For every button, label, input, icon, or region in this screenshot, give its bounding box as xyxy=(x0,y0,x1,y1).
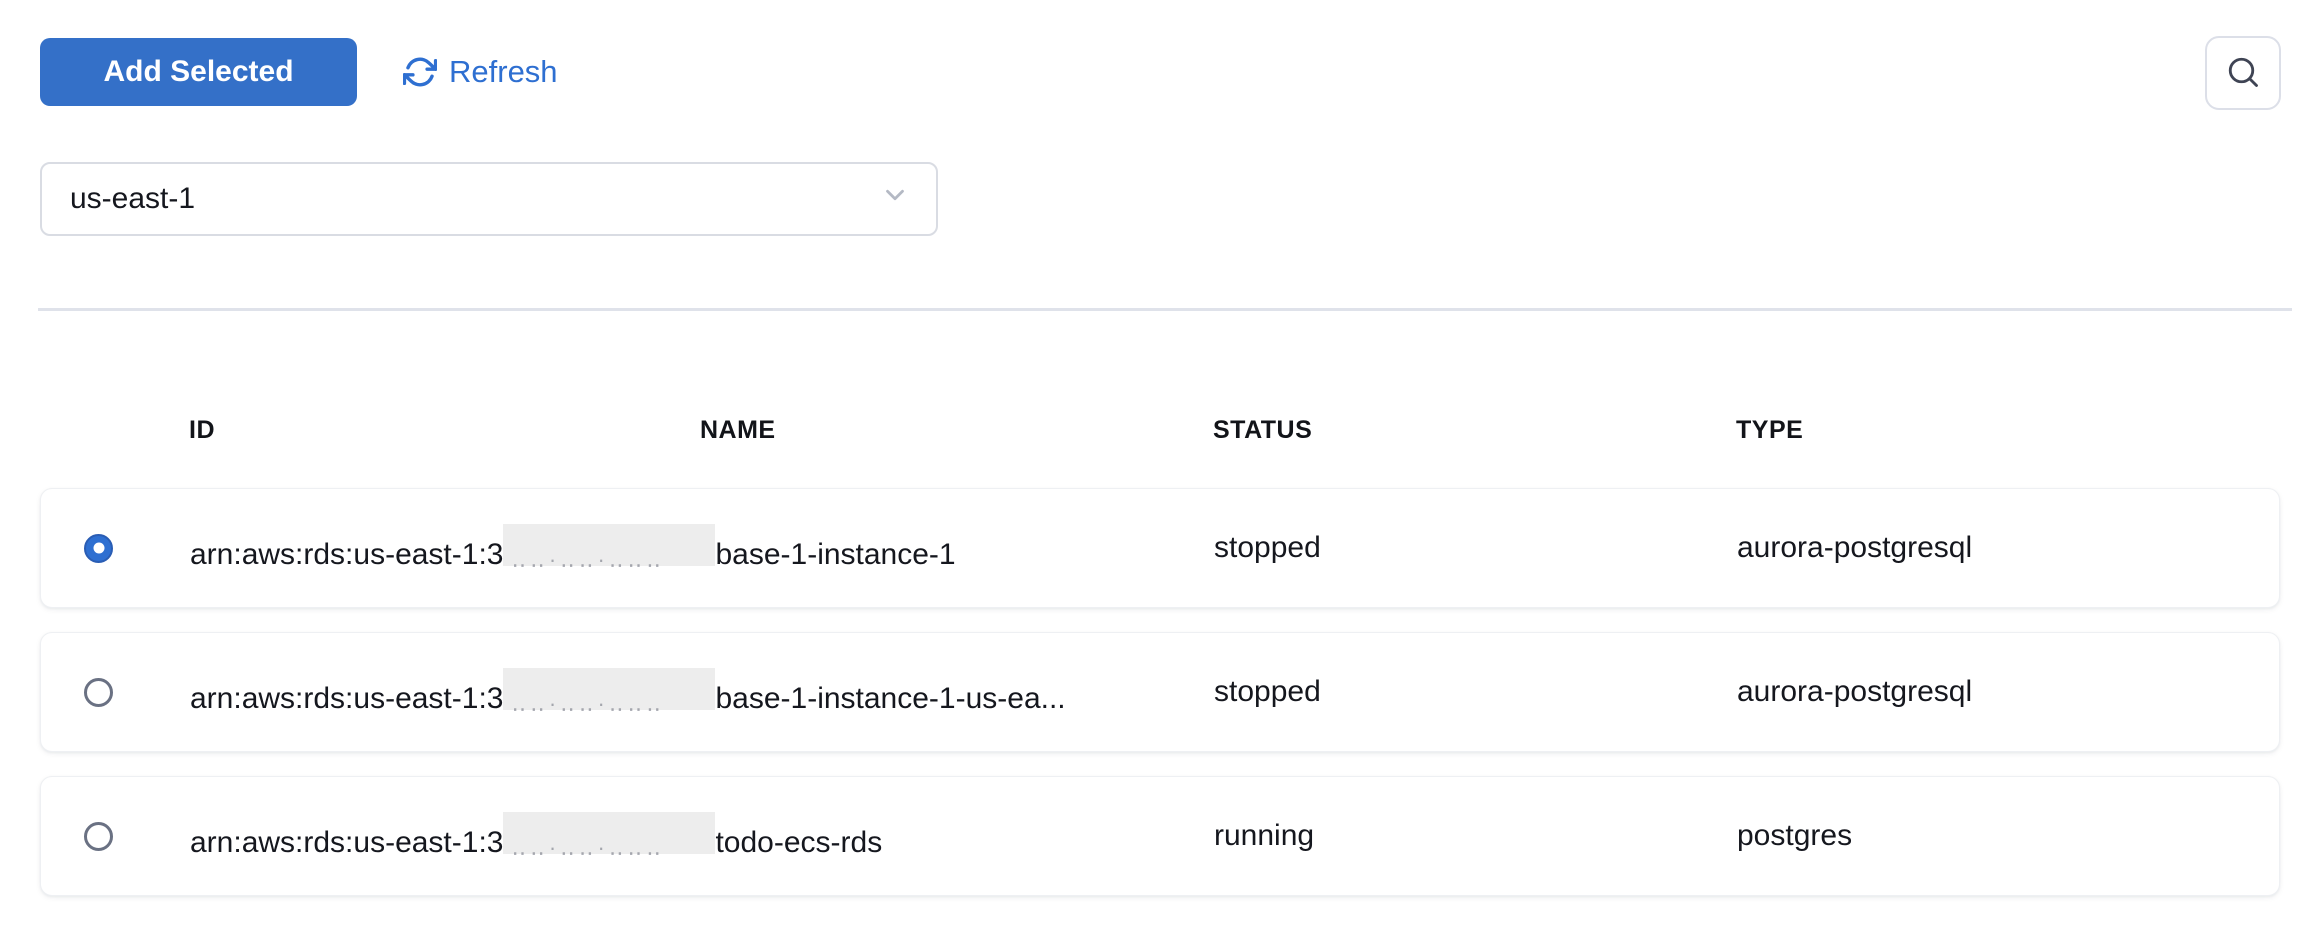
search-icon xyxy=(2225,54,2261,93)
radio-button[interactable] xyxy=(84,821,113,851)
table-header-row: ID NAME STATUS TYPE xyxy=(40,405,2280,455)
redacted-account-id xyxy=(503,812,716,860)
search-button[interactable] xyxy=(2205,36,2281,110)
radio-button[interactable] xyxy=(84,533,113,563)
instance-id: arn:aws:rds:us-east-1:3todo-ecs-rds xyxy=(190,812,1214,860)
instance-id: arn:aws:rds:us-east-1:3base-1-instance-1… xyxy=(190,668,1214,716)
section-divider xyxy=(38,308,2292,311)
region-select-value: us-east-1 xyxy=(70,182,196,215)
chevron-down-icon xyxy=(880,180,910,218)
instance-status: running xyxy=(1214,819,1315,852)
table-row[interactable]: arn:aws:rds:us-east-1:3base-1-instance-1… xyxy=(40,488,2280,608)
instance-type: aurora-postgresql xyxy=(1737,531,1973,564)
column-header-id: ID xyxy=(189,415,215,444)
column-header-type: TYPE xyxy=(1736,415,1804,444)
table-row[interactable]: arn:aws:rds:us-east-1:3base-1-instance-1… xyxy=(40,632,2280,752)
radio-button[interactable] xyxy=(84,677,113,707)
instance-status: stopped xyxy=(1214,675,1321,708)
redacted-account-id xyxy=(503,668,716,716)
instance-status: stopped xyxy=(1214,531,1321,564)
region-select[interactable]: us-east-1 xyxy=(40,162,938,236)
refresh-icon xyxy=(403,55,437,89)
add-selected-button[interactable]: Add Selected xyxy=(40,38,357,106)
instance-id: arn:aws:rds:us-east-1:3base-1-instance-1 xyxy=(190,524,1214,572)
instance-type: postgres xyxy=(1737,819,1853,852)
instance-type: aurora-postgresql xyxy=(1737,675,1973,708)
column-header-status: STATUS xyxy=(1213,415,1313,444)
refresh-label: Refresh xyxy=(449,54,558,89)
refresh-button[interactable]: Refresh xyxy=(403,38,558,106)
redacted-account-id xyxy=(503,524,716,572)
column-header-name: NAME xyxy=(700,415,776,444)
table-row[interactable]: arn:aws:rds:us-east-1:3todo-ecs-rds runn… xyxy=(40,776,2280,896)
